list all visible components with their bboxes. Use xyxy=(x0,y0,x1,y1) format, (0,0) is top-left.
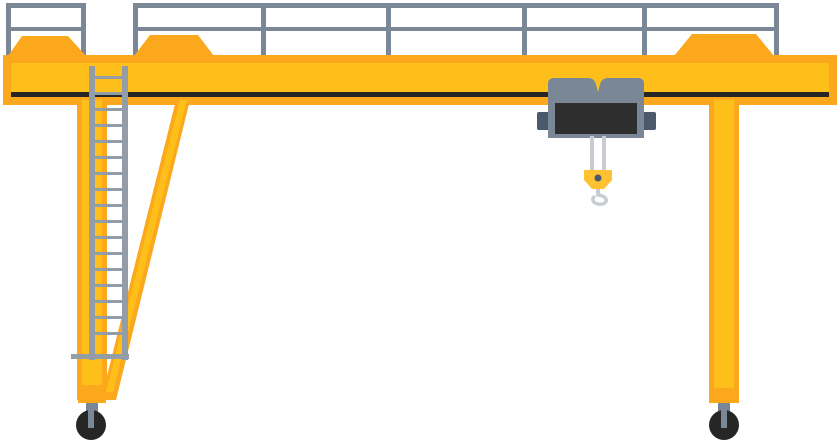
ladder-rung xyxy=(95,220,122,223)
hoist-trolley-icon xyxy=(537,78,656,138)
ladder-rung xyxy=(95,108,122,111)
right-wheel xyxy=(709,403,739,440)
ladder-rung xyxy=(95,76,122,79)
ladder-rung xyxy=(95,284,122,287)
ladder-rung xyxy=(95,332,122,335)
left-wheel xyxy=(76,403,106,440)
beam-saddles xyxy=(8,34,774,56)
ladder-rung xyxy=(95,268,122,271)
ladder-icon xyxy=(71,66,129,360)
ladder-rung xyxy=(95,252,122,255)
ladder-rung xyxy=(95,124,122,127)
right-leg xyxy=(709,100,739,403)
ladder-rung xyxy=(95,204,122,207)
guard-railing-icon xyxy=(6,3,779,55)
crane-hook-icon xyxy=(584,136,612,206)
ladder-rung xyxy=(95,140,122,143)
ladder-rung xyxy=(95,316,122,319)
main-beam xyxy=(3,55,837,105)
ladder-rung xyxy=(95,188,122,191)
ladder-rung xyxy=(95,172,122,175)
ladder-rung xyxy=(95,156,122,159)
ladder-rung xyxy=(95,300,122,303)
wheel-icon xyxy=(76,403,739,440)
ladder-rung xyxy=(95,236,122,239)
ladder-rung xyxy=(95,92,122,95)
left-railing xyxy=(6,3,86,55)
main-railing xyxy=(133,3,779,55)
